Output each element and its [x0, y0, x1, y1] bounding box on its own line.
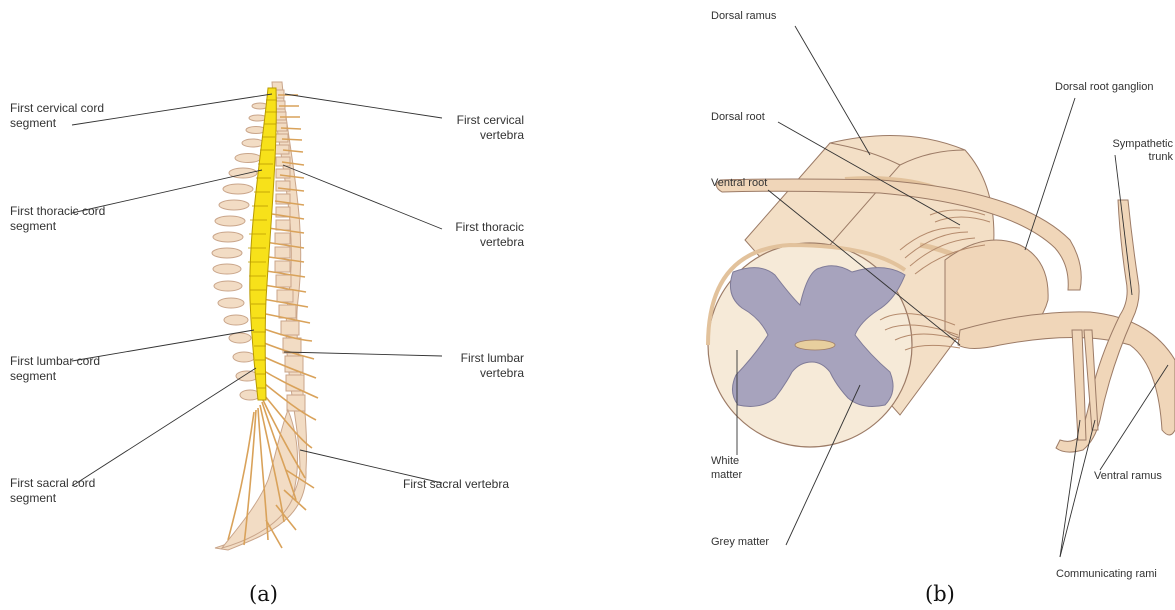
label-first-sacral-cord-segment: First sacral cord segment — [10, 476, 95, 506]
label-ventral-root: Ventral root — [711, 176, 767, 191]
label-line: segment — [10, 116, 104, 131]
label-line: trunk — [1085, 151, 1173, 164]
label-line: First thoracic — [394, 220, 524, 235]
label-line: segment — [10, 219, 105, 234]
label-dorsal-root: Dorsal root — [711, 110, 765, 125]
caption-a: (a) — [249, 582, 278, 606]
label-line: First lumbar — [394, 351, 524, 366]
label-line: First cervical cord — [10, 101, 104, 116]
label-line: Sympathetic — [1085, 138, 1173, 151]
label-first-lumbar-vertebra: First lumbar vertebra — [394, 351, 524, 381]
label-line: First thoracic cord — [10, 204, 105, 219]
label-line: vertebra — [394, 128, 524, 143]
label-sympathetic-trunk: Sympathetic trunk — [1085, 138, 1173, 164]
caption-b: (b) — [925, 582, 955, 606]
label-grey-matter: Grey matter — [711, 535, 769, 550]
label-first-lumbar-cord-segment: First lumbar cord segment — [10, 354, 100, 384]
label-line: First cervical — [394, 113, 524, 128]
label-line: segment — [10, 491, 95, 506]
label-first-cervical-vertebra: First cervical vertebra — [394, 113, 524, 143]
label-line: vertebra — [394, 235, 524, 250]
label-first-sacral-vertebra: First sacral vertebra — [403, 477, 509, 492]
label-ventral-ramus: Ventral ramus — [1094, 469, 1162, 484]
label-line: vertebra — [394, 366, 524, 381]
label-line: First sacral cord — [10, 476, 95, 491]
label-first-thoracic-cord-segment: First thoracic cord segment — [10, 204, 105, 234]
label-line: White — [711, 454, 742, 468]
label-first-cervical-cord-segment: First cervical cord segment — [10, 101, 104, 131]
label-communicating-rami: Communicating rami — [1056, 567, 1157, 582]
label-dorsal-ramus: Dorsal ramus — [711, 9, 776, 24]
label-dorsal-root-ganglion: Dorsal root ganglion — [1055, 80, 1153, 95]
label-line: First lumbar cord — [10, 354, 100, 369]
label-first-thoracic-vertebra: First thoracic vertebra — [394, 220, 524, 250]
label-white-matter: White matter — [711, 454, 742, 482]
label-line: segment — [10, 369, 100, 384]
label-line: matter — [711, 468, 742, 482]
